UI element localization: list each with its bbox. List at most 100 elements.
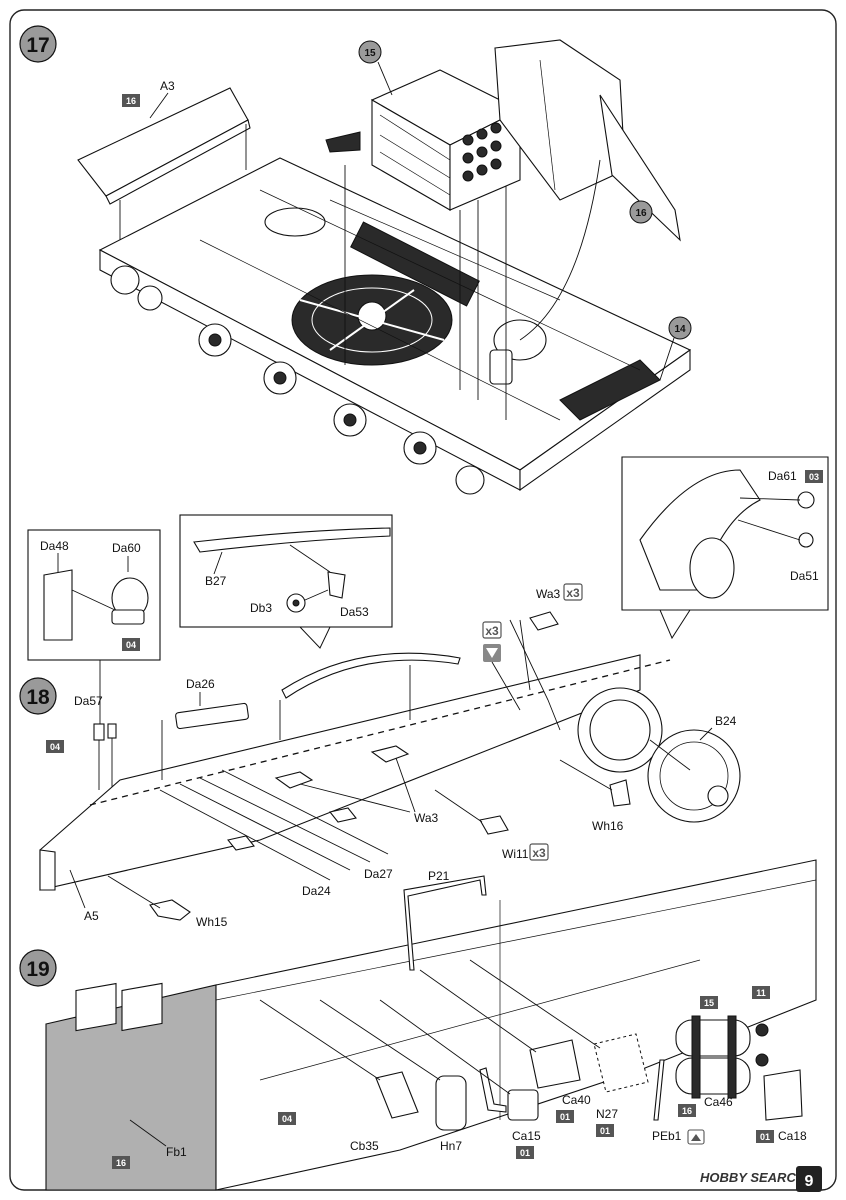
part-da48 <box>43 569 73 641</box>
badge-ca46 <box>678 1104 696 1117</box>
svg-text:03: 03 <box>809 472 819 482</box>
label-da61: Da61 <box>768 469 797 483</box>
badge-n27 <box>596 1124 614 1137</box>
svg-text:16: 16 <box>682 1106 692 1116</box>
part-15-ammo-rack <box>370 69 522 211</box>
part-da53 <box>327 571 346 599</box>
fender-dashline <box>89 659 671 806</box>
label-da48: Da48 <box>40 539 69 553</box>
badge-da60 <box>122 638 140 651</box>
hull-chassis <box>98 131 692 495</box>
label-a3: A3 <box>160 79 175 93</box>
badge-a3-text: 16 <box>126 96 136 106</box>
callout-14-text: 14 <box>674 324 686 335</box>
part-grab-rail <box>281 652 461 699</box>
badge-ca18 <box>756 1130 774 1143</box>
label-da57: Da57 <box>74 694 103 708</box>
part-wa3-a <box>274 771 314 789</box>
part-b27 <box>193 527 391 553</box>
leader-14 <box>659 337 675 381</box>
x3-wi11 <box>529 843 549 861</box>
step-19-number: 19 <box>26 958 49 981</box>
label-da51: Da51 <box>790 569 819 583</box>
part-p21 <box>403 875 487 971</box>
badge-da61 <box>805 470 823 483</box>
svg-text:16: 16 <box>116 1158 126 1168</box>
page-number: 9 <box>805 1173 814 1190</box>
part-plate-2 <box>121 982 163 1032</box>
part-wi11 <box>479 815 509 835</box>
step-18: Da48 Da60 04 B27 Db3 Da53 Da61 03 <box>19 456 829 929</box>
badge-hull <box>278 1112 296 1125</box>
part-wh15 <box>149 899 191 921</box>
badge-ca46-side <box>752 986 770 999</box>
part-wa3-d <box>329 807 357 823</box>
wire-da27-2 <box>221 769 389 855</box>
label-da53: Da53 <box>340 605 369 619</box>
label-da60: Da60 <box>112 541 141 555</box>
wire-da24-2 <box>179 783 351 871</box>
badge-ca40 <box>556 1110 574 1123</box>
part-cb35 <box>375 1071 419 1119</box>
part-ca15 <box>507 1089 539 1121</box>
svg-text:x3: x3 <box>566 586 580 600</box>
part-da51 <box>798 532 814 548</box>
photo-etch-triangle-icon <box>691 1134 701 1141</box>
part-ca18 <box>763 1069 803 1121</box>
part-hn7 <box>435 1075 467 1131</box>
step-17-circle <box>19 25 57 63</box>
drill-triangle-icon <box>486 648 498 658</box>
step-19-circle <box>19 949 57 987</box>
badge-a3 <box>122 94 140 107</box>
label-db3: Db3 <box>250 601 272 615</box>
step-18-number: 18 <box>26 686 50 709</box>
part-n27 <box>593 1033 649 1093</box>
x3-wa3 <box>563 583 583 601</box>
page-number-box <box>796 1166 822 1192</box>
part-b24-headlight <box>577 687 741 823</box>
svg-text:01: 01 <box>520 1148 530 1158</box>
svg-text:04: 04 <box>282 1114 292 1124</box>
svg-text:11: 11 <box>756 988 766 998</box>
label-da26: Da26 <box>186 677 215 691</box>
label-ca40: Ca40 <box>562 1093 591 1107</box>
label-b24: B24 <box>715 714 737 728</box>
callout-16-text: 16 <box>635 208 647 219</box>
svg-text:01: 01 <box>600 1126 610 1136</box>
wire-da24-1 <box>159 789 331 881</box>
badge-ca15 <box>516 1146 534 1159</box>
badge-ca46-top <box>700 996 718 1009</box>
x3-drill <box>482 621 502 639</box>
leader-16 <box>519 159 601 341</box>
callout-15 <box>358 40 382 64</box>
part-wh16 <box>609 779 631 807</box>
part-plate-1 <box>75 982 117 1032</box>
label-fb1: Fb1 <box>166 1145 187 1159</box>
step-19: 19 Fb1 16 04 P21 Cb35 Hn7 Ca15 01 <box>19 859 817 1191</box>
label-wa3: Wa3 <box>414 811 439 825</box>
label-b27: B27 <box>205 574 227 588</box>
label-a5: A5 <box>84 909 99 923</box>
label-ca15: Ca15 <box>512 1129 541 1143</box>
callout-14 <box>668 316 692 340</box>
svg-text:x3: x3 <box>485 624 499 638</box>
watermark-text: HOBBY SEARCH <box>700 1170 806 1185</box>
label-da27: Da27 <box>364 867 393 881</box>
svg-text:15: 15 <box>704 998 714 1008</box>
part-da26 <box>175 702 249 730</box>
part-wa3-c <box>227 835 255 851</box>
svg-text:01: 01 <box>760 1132 770 1142</box>
label-ca18: Ca18 <box>778 1129 807 1143</box>
step-17-number: 17 <box>26 34 49 57</box>
part-wa3-top <box>529 611 559 631</box>
label-wh15: Wh15 <box>196 915 228 929</box>
svg-text:01: 01 <box>560 1112 570 1122</box>
label-da24: Da24 <box>302 884 331 898</box>
callout-15-text: 15 <box>364 48 376 59</box>
wire-da27-1 <box>199 777 371 863</box>
leader-15 <box>377 61 393 96</box>
part-ca40 <box>529 1039 581 1089</box>
label-wa3-top: Wa3 <box>536 587 561 601</box>
step-17: 17 A3 16 <box>19 25 692 495</box>
